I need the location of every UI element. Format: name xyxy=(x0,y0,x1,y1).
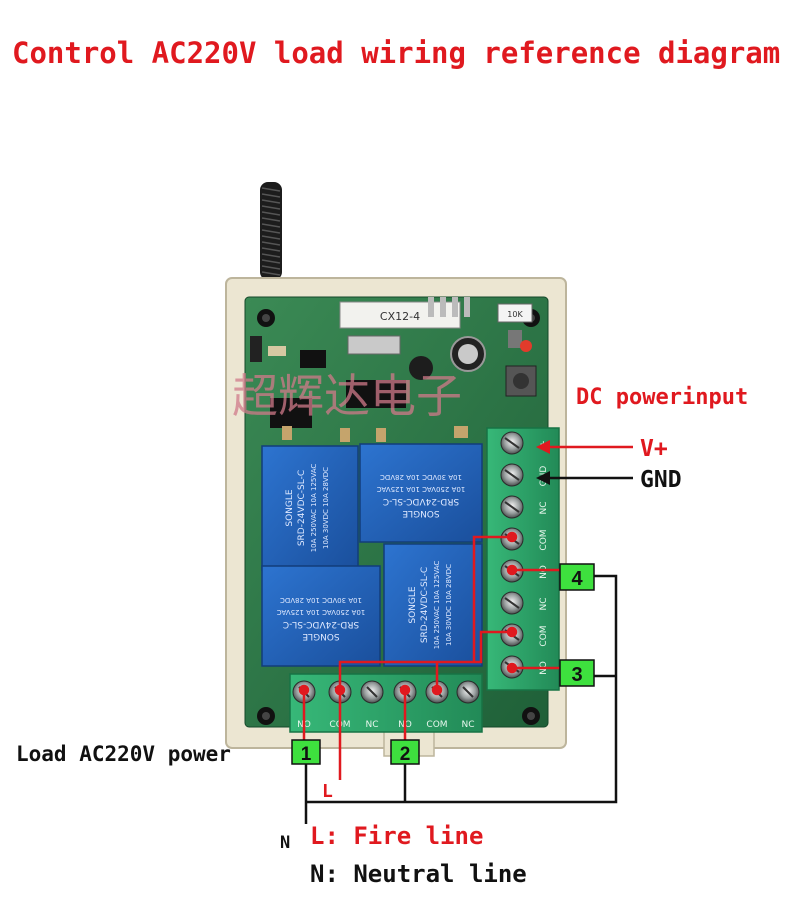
right-terminal-label: NC xyxy=(539,597,549,610)
pcb-components: CX12-4 10K xyxy=(250,297,537,442)
relay-text-line: 10A 250VAC 10A 125VAC xyxy=(277,608,366,616)
right-terminal-screw xyxy=(500,463,524,487)
diagram-title: Control AC220V load wiring reference dia… xyxy=(12,36,781,70)
relay-text-line: 10A 250VAC 10A 125VAC xyxy=(433,561,441,650)
bottom-terminal-screw xyxy=(360,680,384,704)
right-terminal-label: COM xyxy=(539,529,549,550)
gnd-label: GND xyxy=(640,467,682,493)
load-2-label: 2 xyxy=(400,744,411,765)
pcb-mark-1: 10K xyxy=(507,310,523,319)
wire-n-mark: N xyxy=(280,833,290,853)
right-terminal-label: COM xyxy=(539,625,549,646)
relay-2: SONGLE SRD-24VDC-SL-C 10A 250VAC 10A 125VA… xyxy=(359,443,483,543)
module-label: CX12-4 xyxy=(380,310,420,323)
vplus-arrow xyxy=(536,440,633,454)
watermark: 超辉达电子 xyxy=(232,369,462,423)
relay-3: SONGLE SRD-24VDC-SL-C 10A 250VAC 10A 125VA… xyxy=(261,565,381,667)
relay-text-line: 10A 250VAC 10A 125VAC xyxy=(310,464,318,553)
relay-text-line: SONGLE xyxy=(302,631,340,641)
vplus-label: V+ xyxy=(640,436,668,462)
load-4-box: 4 xyxy=(559,563,595,591)
relay-text-line: SRD-24VDC-SL-C xyxy=(297,470,307,546)
load-4-label: 4 xyxy=(571,568,583,590)
bottom-terminal-label: NC xyxy=(461,720,474,730)
legend-neutral-line: N: Neutral line xyxy=(310,860,527,888)
fire-line-wiring xyxy=(298,531,560,780)
bottom-terminal-screw xyxy=(456,680,480,704)
dc-power-input-label: DC powerinput xyxy=(576,385,748,410)
relay-text-line: 10A 30VDC 10A 28VDC xyxy=(322,467,330,549)
relay-text-line: 10A 250VAC 10A 125VAC xyxy=(377,485,466,493)
antenna-coil xyxy=(255,182,291,320)
right-terminal-block: +GNDNCCOMNONCCOMNO xyxy=(486,427,560,691)
right-terminal-screw xyxy=(500,431,524,455)
bottom-terminal-label: NC xyxy=(365,720,378,730)
bottom-terminal-label: COM xyxy=(426,720,447,730)
load-power-label: Load AC220V power xyxy=(16,742,231,766)
relay-text-line: SONGLE xyxy=(402,508,440,518)
relay-text-line: 10A 30VDC 10A 28VDC xyxy=(380,473,462,481)
right-terminal-screw xyxy=(500,495,524,519)
relay-text-line: SONGLE xyxy=(408,586,418,624)
legend-fire-line: L: Fire line xyxy=(310,822,483,850)
relay-text-line: 10A 30VDC 10A 28VDC xyxy=(280,596,362,604)
load-3-box: 3 xyxy=(559,659,595,687)
load-2-box: 2 xyxy=(390,739,420,765)
led-indicator xyxy=(520,340,532,352)
relay-text-line: SRD-24VDC-SL-C xyxy=(383,496,459,506)
neutral-line-wiring xyxy=(304,574,618,824)
relay-text-line: SRD-24VDC-SL-C xyxy=(283,619,359,629)
right-terminal-screw xyxy=(500,591,524,615)
load-3-label: 3 xyxy=(571,664,582,686)
relay-text-line: 10A 30VDC 10A 28VDC xyxy=(445,564,453,646)
right-terminal-label: NO xyxy=(539,565,549,579)
right-terminal-label: NC xyxy=(539,501,549,514)
relay-text-line: SONGLE xyxy=(285,489,295,527)
wire-l-mark: L xyxy=(322,781,333,802)
gnd-arrow xyxy=(536,471,633,485)
load-1-box: 1 xyxy=(291,739,321,765)
relay-text-line: SRD-24VDC-SL-C xyxy=(420,567,430,643)
load-1-label: 1 xyxy=(301,744,312,765)
